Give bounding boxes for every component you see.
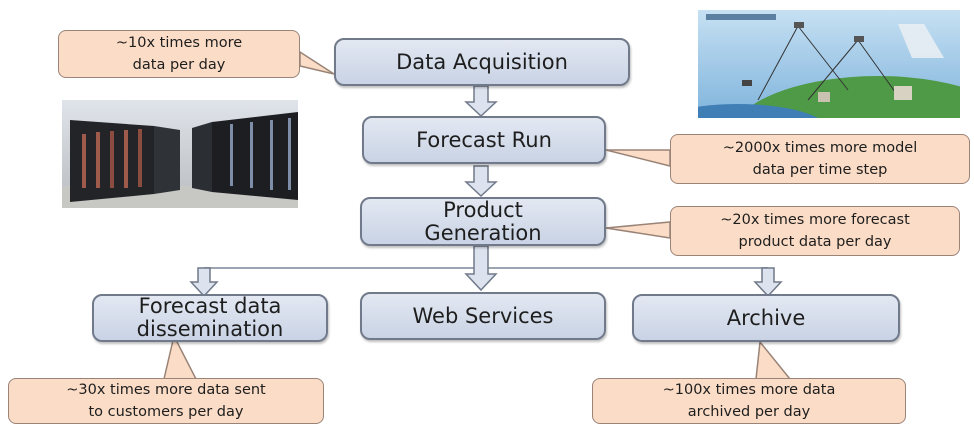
product-generation-line-1: Product (443, 197, 523, 222)
callout-product-line-1: ~20x times more forecast (720, 212, 910, 228)
callout-tail-archive (755, 340, 792, 380)
supercomputer-photo (62, 100, 298, 208)
arrow-to-archive (753, 267, 783, 298)
callout-archive-line-1: ~100x times more data (662, 382, 836, 398)
forecast-dissemination-box: Forecast data dissemination (92, 294, 328, 342)
callout-tail-model (605, 149, 671, 167)
callout-acquisition-line-1: ~10x times more (115, 35, 243, 51)
forecast-run-label: Forecast Run (416, 127, 552, 152)
callout-product-line-2: product data per day (738, 234, 892, 250)
callout-acquisition-line-2: data per day (132, 57, 226, 73)
callout-model-line-1: ~2000x times more model (722, 140, 918, 156)
callout-customers-line-2: to customers per day (88, 404, 244, 420)
callout-customers-line-1: ~30x times more data sent (66, 382, 266, 398)
callout-customers: ~30x times more data sent to customers p… (8, 378, 324, 424)
product-generation-line-2: Generation (424, 220, 542, 245)
forecast-run-box: Forecast Run (362, 116, 606, 164)
observing-system-illustration (698, 10, 960, 118)
product-generation-box: Product Generation (360, 197, 606, 246)
web-services-box: Web Services (360, 292, 606, 340)
web-services-label: Web Services (412, 303, 554, 328)
arrow-run-to-generation (464, 165, 498, 198)
callout-model-line-2: data per time step (752, 162, 888, 178)
callout-model: ~2000x times more model data per time st… (670, 134, 970, 184)
callout-product: ~20x times more forecast product data pe… (670, 206, 960, 256)
callout-tail-customers (163, 333, 198, 380)
archive-box: Archive (632, 294, 900, 342)
callout-archive: ~100x times more data archived per day (592, 378, 906, 424)
callout-acquisition: ~10x times more data per day (58, 30, 300, 78)
callout-archive-line-2: archived per day (687, 404, 811, 420)
arrow-acquisition-to-run (464, 85, 498, 118)
forecast-dissemination-line-2: dissemination (136, 317, 284, 341)
callout-tail-acquisition (299, 50, 335, 75)
archive-label: Archive (726, 305, 806, 330)
arrow-generation-to-web (464, 245, 498, 292)
callout-tail-product (605, 221, 671, 239)
forecast-dissemination-line-1: Forecast data (138, 294, 282, 318)
arrow-to-dissemination (189, 267, 219, 298)
data-acquisition-label: Data Acquisition (396, 49, 568, 74)
data-acquisition-box: Data Acquisition (334, 38, 630, 86)
